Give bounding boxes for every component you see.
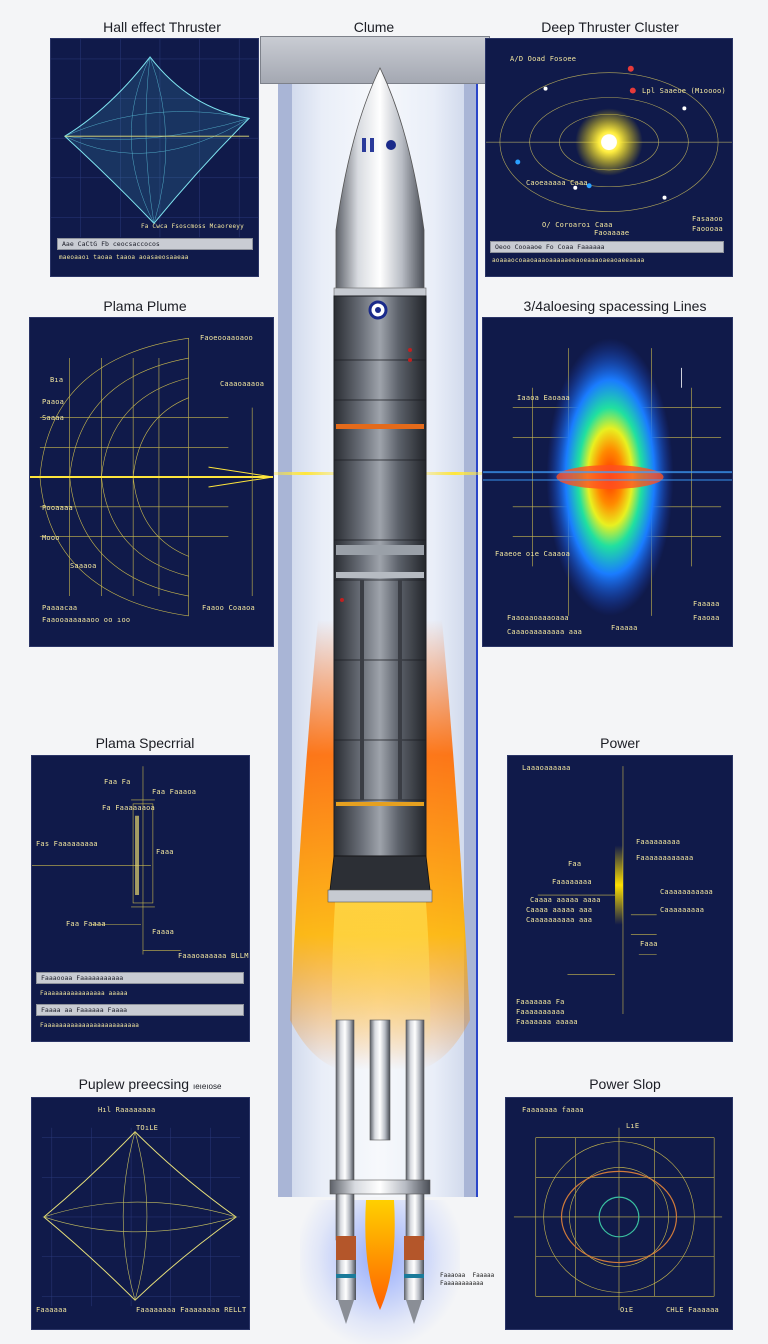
spectral-bar-1: Faaaooaa Faaaaaaaaaaa xyxy=(36,972,244,984)
title-hall-effect: Hall effect Thruster xyxy=(103,19,221,35)
spacing-label-b2: Caaaoaaaaaaaa aaa xyxy=(507,628,583,636)
power-label-b2: Faaaaaaaaaa xyxy=(516,1008,565,1016)
panel-plasma-plume: Faoeooaaoaoo Caaaoaaaoa Bıa Paaoa Saaaa … xyxy=(29,317,274,647)
power-label-r2: Faaaaaaaaaaaa xyxy=(636,854,694,862)
title-power-slop: Power Slop xyxy=(589,1076,661,1092)
spectral-bar-4: Faaaaaaaaaaaaaaaaaaaaaaaaa xyxy=(40,1022,140,1029)
cluster-bar-2: aoaaaocoaaoaaaoaaaaaeeaoeaaaoaeaoaeeaaaa xyxy=(492,257,645,264)
slop-graphic xyxy=(513,1127,723,1311)
column-rail-left xyxy=(278,82,292,1197)
beam-left xyxy=(255,472,355,475)
plume-label-br: Faaoo Coaaoa xyxy=(202,604,255,612)
title-puplew-note: ıeıeıose xyxy=(192,1082,222,1091)
spectral-graphic xyxy=(32,766,181,955)
title-clume: Clume xyxy=(353,19,395,35)
hall-bar-2: maeoaaoı taoaa taaoa aoasaeosaaeaa xyxy=(59,254,189,261)
spectral-label-1: Faa Fa xyxy=(104,778,131,786)
slop-label-t2: LıE xyxy=(626,1122,640,1130)
panel-plasma-spectral: Faa Fa Faa Faaaoa Fa Faaaaaaoa Faaa Fas … xyxy=(31,755,250,1042)
spacing-label-b3: Faaaaa xyxy=(611,624,638,632)
cluster-label-bottom: O/ Coroaroı Caaa xyxy=(542,221,613,229)
power-label-r3: Caaaaaaaaaaa xyxy=(660,888,713,896)
spacing-label-b1: Faaoaaoaaaoaaa xyxy=(507,614,569,622)
power-label-2: Caaaa aaaaa aaaa xyxy=(530,896,601,904)
panel-spacing-lines: Iaaoa Eaoaaa Faaeoe oıe Caaaoa Faaoaaoaa… xyxy=(482,317,733,647)
plume-label-l5: Mooo xyxy=(42,534,60,542)
plume-label-tr: Faoeooaaoaoo xyxy=(200,334,253,342)
hall-mesh-graphic xyxy=(51,39,258,238)
spectral-label-7: Faaaa xyxy=(152,928,175,936)
cluster-orbit-graphic xyxy=(486,65,732,212)
power-label-4: Caaaaaaaaaa aaa xyxy=(526,916,593,924)
panel-power: Laaaoaaaaaa Faa Caaaa aaaaa aaaa Caaaa a… xyxy=(507,755,733,1042)
panel-puplew: Hıl Raaaaaaaa TOıLE Faaaaaa Faaaaaaaa Fa… xyxy=(31,1097,250,1330)
plume-label-r2: Caaaoaaaoa xyxy=(220,380,265,388)
puplew-label-bl: Faaaaaa xyxy=(36,1306,67,1314)
spectral-bar-3: Faaaa aa Faaaaaa Faaaa xyxy=(36,1004,244,1016)
puplew-label-t: Hıl Raaaaaaaa xyxy=(98,1106,156,1114)
plume-label-bl: Paaaacaa xyxy=(42,604,78,612)
spectral-label-4: Faaa xyxy=(156,848,174,856)
column-blue-line xyxy=(476,82,478,1197)
cluster-label-mid: Lpl Saaeoe (Mıoooo) xyxy=(642,87,726,95)
rocket-illustration xyxy=(290,67,470,1324)
power-label-b3: Faaaaaaa aaaaa xyxy=(516,1018,578,1026)
spectral-bar-2: Faaaaaaaaaaaaaaaa aaaaa xyxy=(40,990,128,997)
cluster-label-top: A/D Ooad Fosoee xyxy=(510,55,577,63)
title-puplew-main: Puplew preecsing xyxy=(78,1076,190,1092)
plume-label-l6: Saaaoa xyxy=(70,562,97,570)
cluster-label-right1: Fasaaoo xyxy=(692,215,723,223)
power-graphic xyxy=(537,766,657,1014)
puplew-graphic xyxy=(41,1127,241,1307)
spacing-label-r2: Faaoaa xyxy=(693,614,720,622)
cluster-label-bottom2: Faoaaaae xyxy=(594,229,630,237)
puplew-label-bc: Faaaaaaaa Faaaaaaaa RELLT xyxy=(136,1306,247,1314)
spectral-label-5: Fas Faaaaaaaaa xyxy=(36,840,98,848)
power-label-r4: Caaaaaaaaa xyxy=(660,906,705,914)
power-label-3: Caaaa aaaaa aaa xyxy=(526,906,593,914)
plume-grid-graphic xyxy=(30,337,273,617)
rocket-note: Faaaoaa Faaaaa Faaaaaaaaaaa xyxy=(440,1272,495,1287)
spacing-plasma-graphic xyxy=(483,338,732,616)
cluster-label-right2: Faoooaa xyxy=(692,225,723,233)
slop-label-t: Faaaaaaa faaaa xyxy=(522,1106,584,1114)
power-label-5: Faaaaaaaa xyxy=(552,878,592,886)
spectral-label-2: Faa Faaaoa xyxy=(152,788,197,796)
spectral-label-3: Fa Faaaaaaoa xyxy=(102,804,155,812)
spacing-label-t: Iaaoa Eaoaaa xyxy=(517,394,570,402)
power-label-tl: Laaaoaaaaaa xyxy=(522,764,571,772)
plume-label-l2: Paaoa xyxy=(42,398,65,406)
beam-right xyxy=(410,472,500,475)
power-label-r1: Faaaaaaaaa xyxy=(636,838,681,846)
slop-label-b: OıE xyxy=(620,1306,634,1314)
title-plasma-plume: Plama Plume xyxy=(103,298,187,314)
panel-deep-cluster: A/D Ooad Fosoee Lpl Saaeoe (Mıoooo) Caoe… xyxy=(485,38,733,277)
column-rail-right xyxy=(464,82,478,1197)
plume-label-l3: Saaaa xyxy=(42,414,65,422)
spectral-label-8: Faaaoaaaaaa BLLM xyxy=(178,952,249,960)
slop-label-br: CHLE Faaaaaa xyxy=(666,1306,719,1314)
hall-bar-1: Aae CaCtG Fb ceocsaccocos xyxy=(57,238,253,250)
panel-power-slop: Faaaaaaa faaaa LıE OıE CHLE Faaaaaa xyxy=(505,1097,733,1330)
plume-label-l4: Pooaaaa xyxy=(42,504,73,512)
panel-hall-effect: Fa Cwca Fsoscmoss Mcaoreeyy Aae CaCtG Fb… xyxy=(50,38,259,277)
spectral-label-6: Faa Faaaa xyxy=(66,920,106,928)
spacing-label-mid: Faaeoe oıe Caaaoa xyxy=(495,550,571,558)
plume-label-bl2: Faaooaaaaaaoo oo ıoo xyxy=(42,616,131,624)
power-label-b1: Faaaaaaa Fa xyxy=(516,998,565,1006)
title-deep-cluster: Deep Thruster Cluster xyxy=(541,19,679,35)
plume-label-l1: Bıa xyxy=(50,376,64,384)
title-puplew: Puplew preecsing ıeıeıose xyxy=(40,1076,260,1092)
spacing-label-r1: Faaaaa xyxy=(693,600,720,608)
power-label-1: Faa xyxy=(568,860,582,868)
puplew-label-t2: TOıLE xyxy=(136,1124,159,1132)
cluster-bar-1: Oeoo Cooaaoe Fo Coaa Faaaaaa xyxy=(490,241,724,253)
cluster-label-left: Caoeaaaaa Caaa xyxy=(526,179,588,187)
title-power: Power xyxy=(600,735,640,751)
title-plasma-spectral: Plama Specrrial xyxy=(95,735,195,751)
power-label-r5: Faaa xyxy=(640,940,658,948)
hall-caption-small: Fa Cwca Fsoscmoss Mcaoreeyy xyxy=(141,223,244,230)
title-spacing-lines: 3/4aloesing spacessing Lines xyxy=(523,298,707,314)
